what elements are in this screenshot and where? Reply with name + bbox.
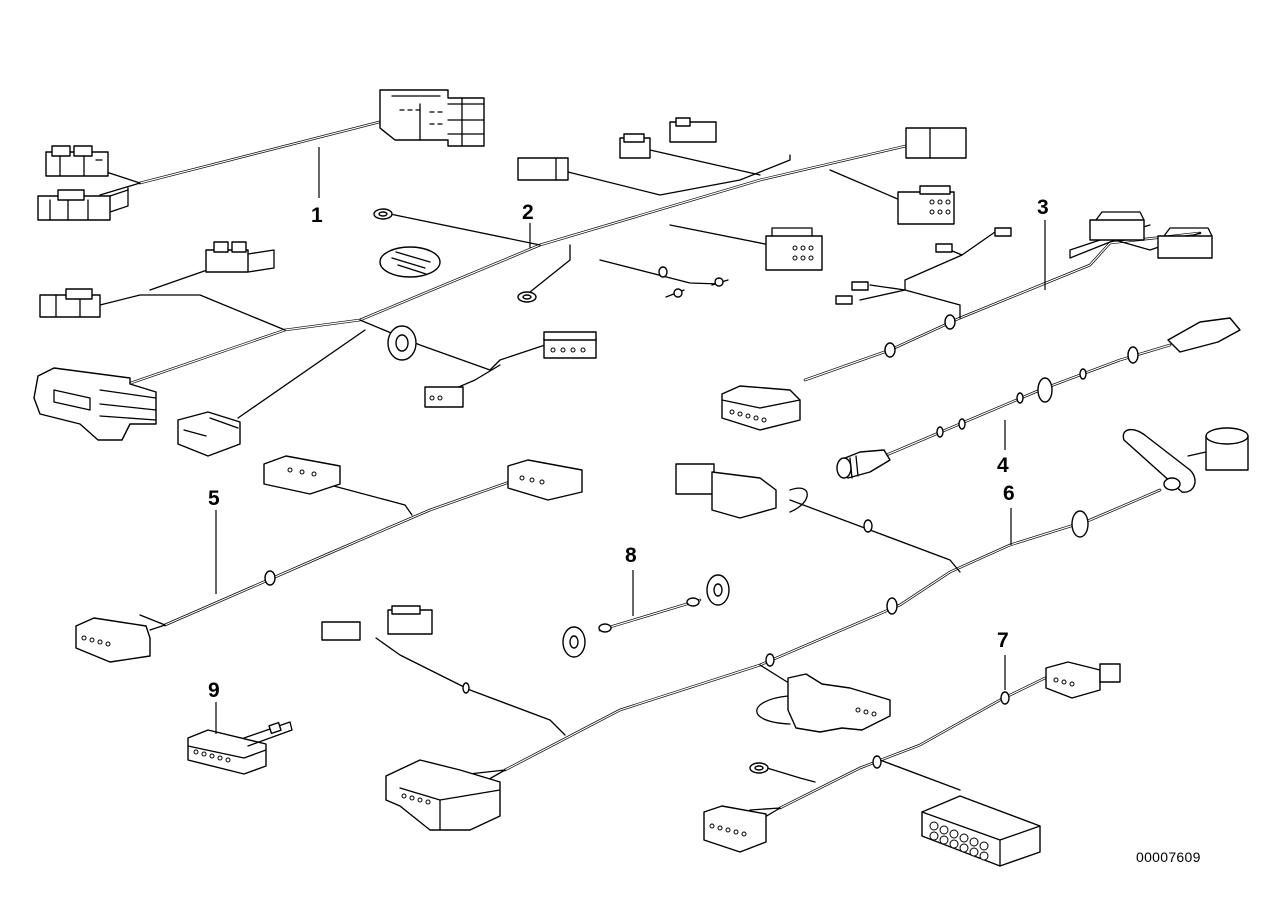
part-5-connector-left <box>75 617 151 663</box>
part-7-connector-right <box>1045 661 1121 699</box>
callout-5: 5 <box>208 487 220 510</box>
reference-number: 00007609 <box>1136 849 1201 865</box>
ring-terminal <box>562 626 586 658</box>
callout-1: 1 <box>311 204 323 227</box>
ring-terminal <box>706 574 730 606</box>
part-2-connector-multi <box>543 331 597 359</box>
part-4-sensor-cable[interactable]: 4 <box>836 317 1241 479</box>
part-2-connector-right-upper <box>905 127 967 159</box>
callout-4: 4 <box>997 454 1009 477</box>
part-2-connector-left-large <box>33 367 157 441</box>
part-1-harness[interactable]: 1 <box>37 89 485 227</box>
callout-8: 8 <box>625 544 637 567</box>
part-6-connector-small-b <box>387 605 433 635</box>
part-3-connector-upper <box>1089 211 1145 241</box>
ring-terminal <box>517 291 537 303</box>
part-6-connector-large <box>385 759 501 831</box>
part-5-connector-top-left <box>263 455 341 495</box>
part-3-connector-6pin <box>721 385 801 431</box>
ring-terminal <box>749 762 769 774</box>
sensor-tip <box>836 455 859 479</box>
part-9-connector[interactable]: 9 <box>187 679 293 775</box>
part-2-connector-small <box>424 386 464 408</box>
part-1-connector-b <box>37 189 129 221</box>
part-7-connector-left <box>703 805 767 853</box>
callout-6: 6 <box>1003 482 1015 505</box>
part-3-harness[interactable]: 3 <box>721 196 1213 431</box>
part-3-connector-lower <box>1157 227 1213 259</box>
part-7-connector-12pin <box>921 795 1041 867</box>
part-8-ground-strap[interactable]: 8 <box>562 544 730 658</box>
part-5-connector-top-right <box>507 459 583 501</box>
part-2-connector-center-8pin <box>765 227 823 271</box>
part-2-connector-top-1 <box>517 157 569 181</box>
grommet <box>379 246 441 278</box>
part-2-connector-left-upper <box>205 241 275 273</box>
part-2-connector-right-lower <box>897 185 955 225</box>
part-3-terminals <box>835 227 1012 305</box>
part-1-connector-a <box>45 145 109 177</box>
callout-7: 7 <box>997 629 1009 652</box>
callout-3: 3 <box>1037 196 1049 219</box>
part-2-connector-left-lower <box>177 411 241 457</box>
callout-2: 2 <box>522 201 534 224</box>
part-6-connector-upper <box>675 463 808 519</box>
part-2-connector-left-mid <box>39 288 101 318</box>
part-2-harness[interactable]: 2 <box>33 117 967 457</box>
part-1-connector-c <box>379 89 485 147</box>
part-6-bracket <box>1122 427 1249 493</box>
part-2-connector-top-2 <box>619 133 651 159</box>
part-6-connector-lower <box>756 673 891 733</box>
part-2-connector-top-3 <box>669 117 717 143</box>
part-6-connector-small-a <box>321 621 361 641</box>
part-5-harness[interactable]: 5 <box>75 455 583 663</box>
callout-9: 9 <box>208 679 220 702</box>
part-7-harness[interactable]: 7 <box>703 629 1121 867</box>
ring-terminal <box>373 208 393 220</box>
part-6-harness[interactable]: 6 <box>321 427 1249 831</box>
